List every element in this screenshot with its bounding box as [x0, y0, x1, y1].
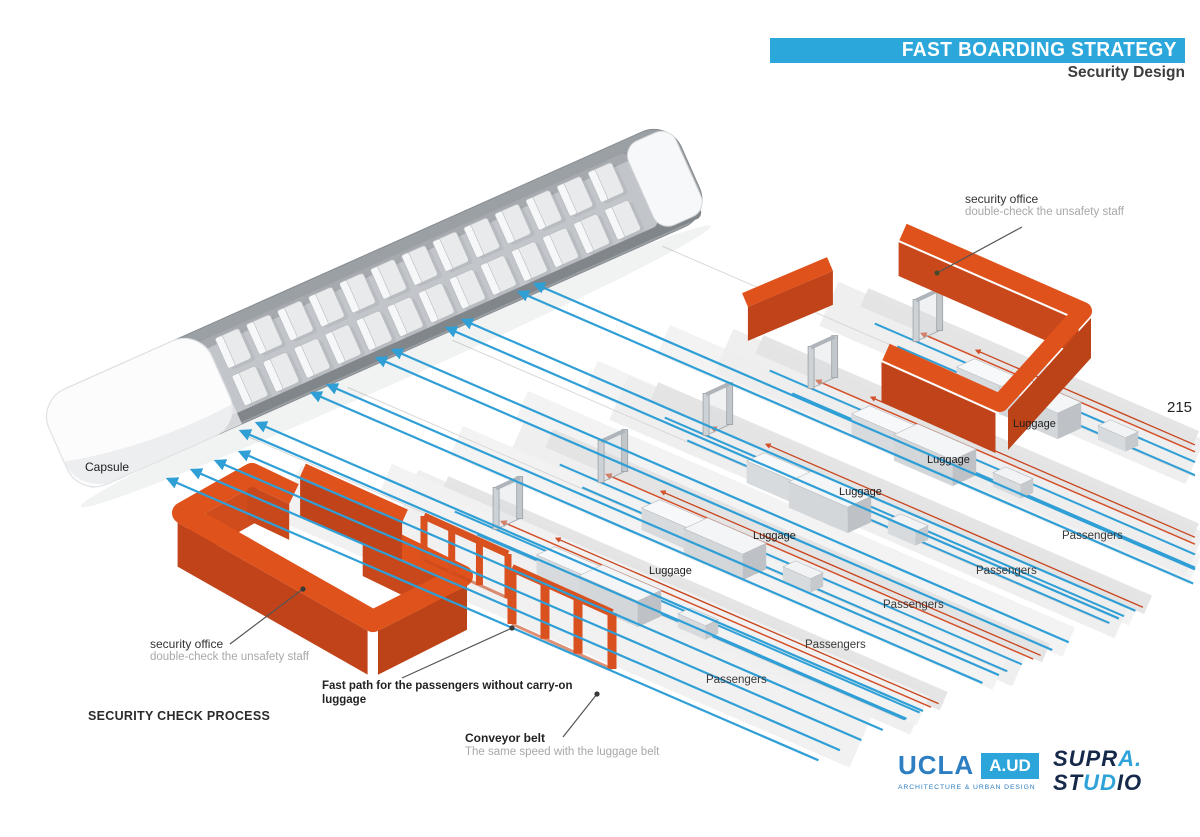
luggage-label-5: Luggage: [649, 565, 692, 577]
security-office-bottom-title: security office: [150, 637, 224, 651]
passengers-label-5: Passengers: [706, 674, 767, 686]
passengers-label-3: Passengers: [883, 599, 944, 611]
page-subtitle: Security Design: [1067, 64, 1185, 81]
ucla-wordmark: UCLA: [898, 750, 975, 780]
passengers-label-1: Passengers: [1062, 530, 1123, 542]
header-bar: FAST BOARDING STRATEGY: [770, 38, 1185, 63]
supra-studio-logo: SUPRA. STUDIO: [1053, 747, 1142, 795]
passengers-label-2: Passengers: [976, 565, 1037, 577]
ucla-aud-logo: UCLA A.UD ARCHITECTURE & URBAN DESIGN: [898, 750, 1039, 791]
luggage-label-1: Luggage: [1013, 418, 1056, 430]
luggage-label-3: Luggage: [839, 486, 882, 498]
studio-text-dark: ST: [1053, 770, 1084, 795]
security-office-top-subtitle: double-check the unsafety staff: [965, 206, 1124, 218]
ucla-tagline: ARCHITECTURE & URBAN DESIGN: [898, 784, 1036, 791]
page-title: FAST BOARDING STRATEGY: [902, 39, 1178, 61]
page-number: 215: [1167, 399, 1193, 416]
capsule-label: Capsule: [85, 460, 130, 474]
security-office-top-title: security office: [965, 192, 1039, 206]
studio-text-dark2: IO: [1116, 770, 1143, 795]
supra-text-dark: SUPR: [1053, 746, 1119, 771]
luggage-label-2: Luggage: [927, 454, 970, 466]
luggage-label-4: Luggage: [753, 530, 796, 542]
supra-text-blue: A.: [1118, 746, 1143, 771]
fast-path-label: Fast path for the passengers without car…: [322, 680, 573, 706]
aud-badge: A.UD: [981, 752, 1039, 779]
studio-text-blue: UD: [1083, 770, 1117, 795]
security-office-bottom-subtitle: double-check the unsafety staff: [150, 651, 309, 663]
conveyor-belt-title: Conveyor belt: [465, 731, 546, 745]
process-title: SECURITY CHECK PROCESS: [88, 709, 271, 723]
passengers-label-4: Passengers: [805, 639, 866, 651]
conveyor-belt-subtitle: The same speed with the luggage belt: [465, 746, 660, 758]
